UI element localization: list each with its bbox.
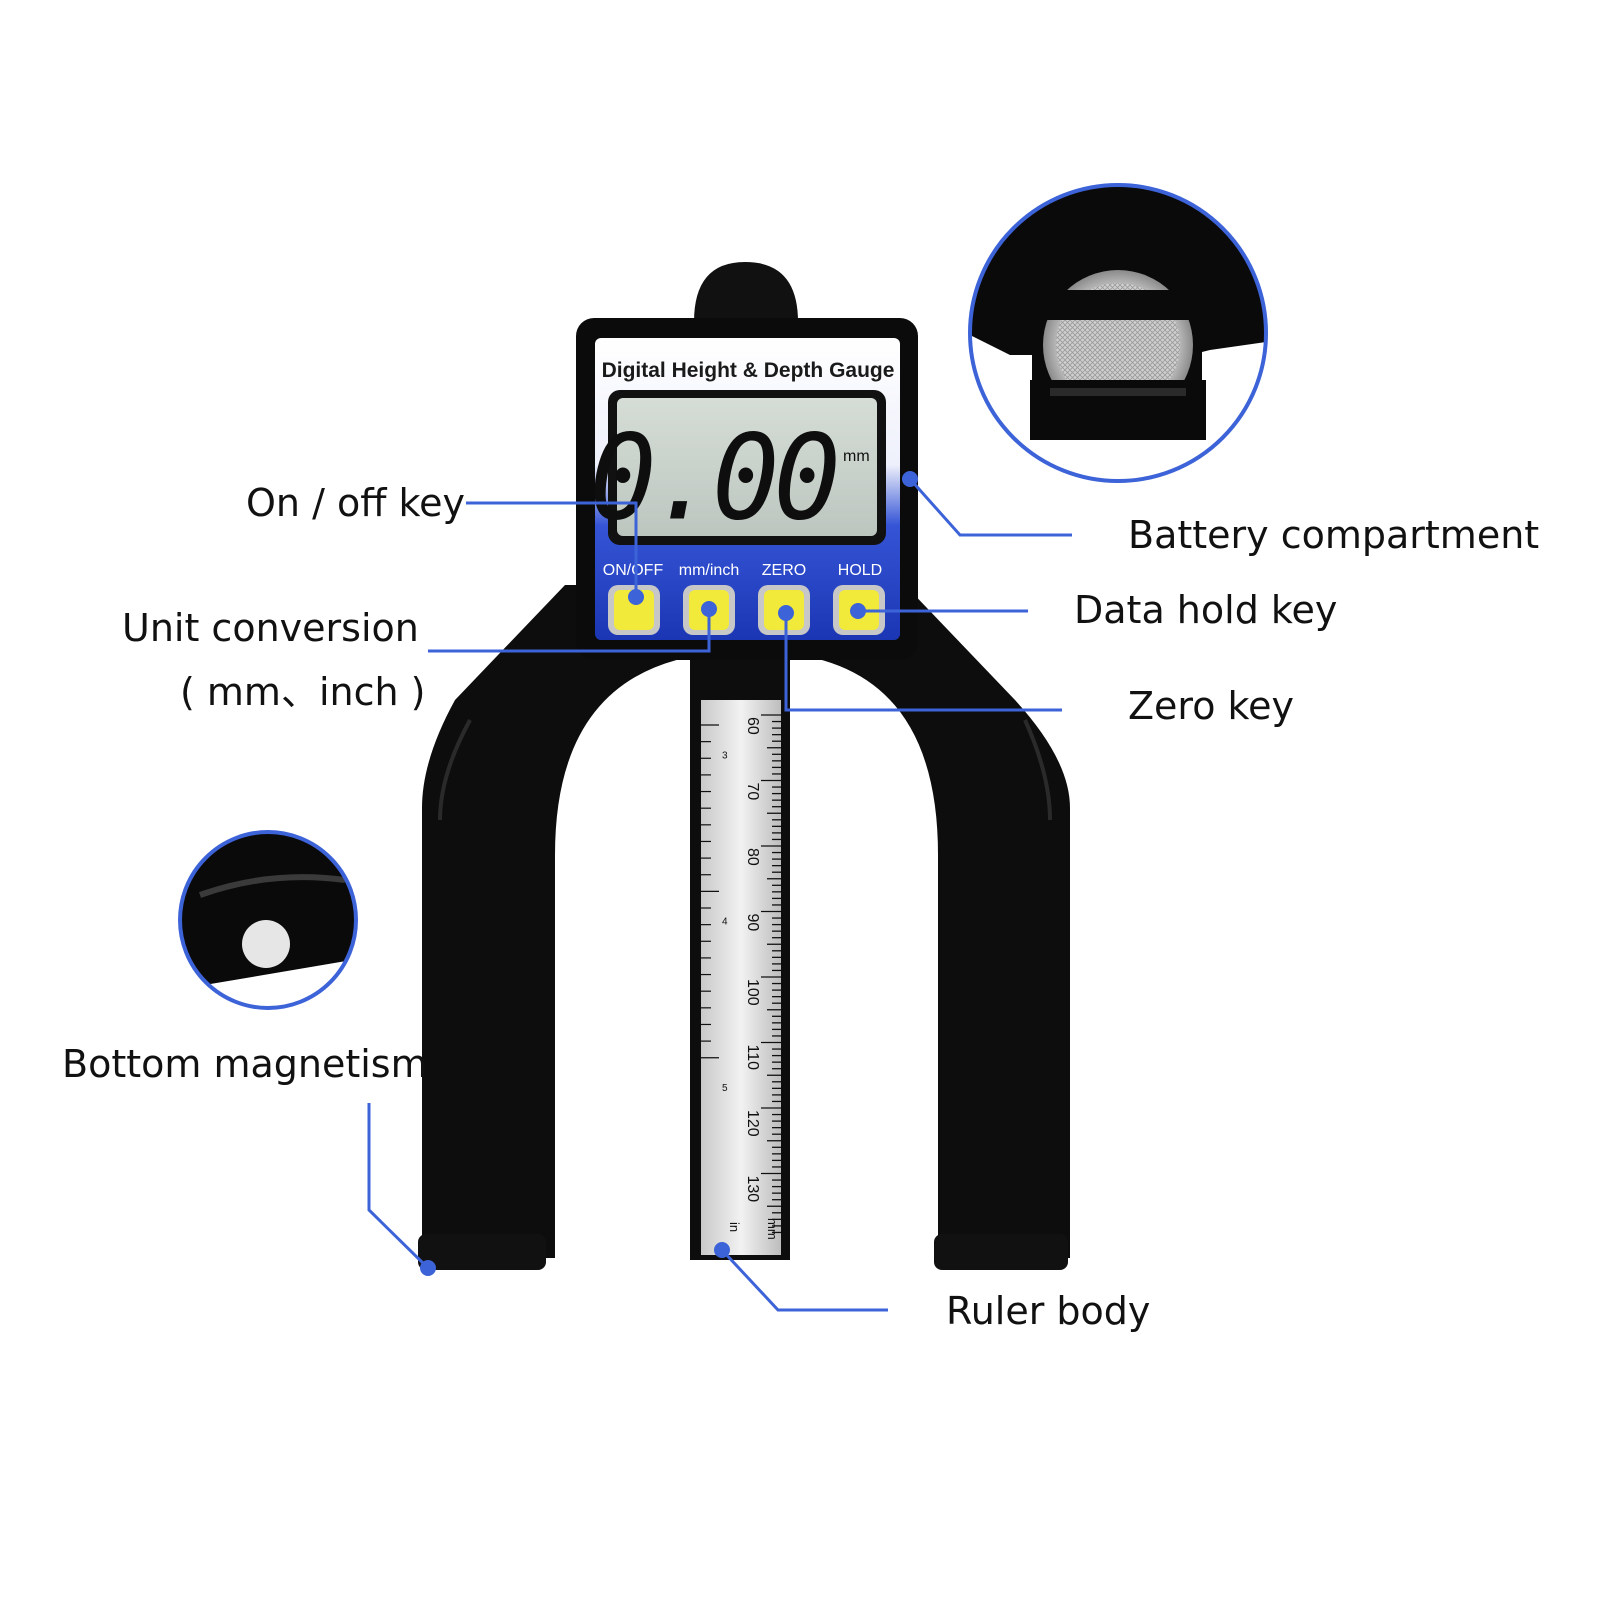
onoff-key[interactable]	[608, 585, 660, 635]
callout-bottom-magnetism: Bottom magnetism	[62, 1042, 428, 1086]
gauge-title: Digital Height & Depth Gauge	[602, 359, 895, 382]
callout-on-off: On / off key	[246, 481, 465, 525]
battery-inset	[968, 183, 1268, 483]
callout-ruler-body: Ruler body	[946, 1289, 1151, 1333]
leader-battery	[908, 478, 1072, 537]
ruler-mm-label: 70	[744, 783, 761, 801]
key-label-hold: HOLD	[838, 562, 882, 579]
key-label-zero: ZERO	[762, 562, 806, 579]
key-label-unit: mm/inch	[679, 562, 739, 579]
ruler-inch-label: 3	[722, 750, 728, 761]
right-foot	[934, 1234, 1068, 1270]
callout-unit-conversion-sub: ( mm、inch )	[180, 670, 426, 714]
lcd-unit: mm	[843, 448, 870, 465]
ruler-mm-label: 100	[744, 979, 761, 1006]
leader-zero	[784, 613, 1062, 712]
leader-lines	[367, 478, 1072, 1312]
ruler-inch-label: 4	[722, 917, 728, 928]
leader-ruler	[720, 1248, 888, 1312]
ruler-mm-label: 90	[744, 914, 761, 932]
gauge-body	[418, 585, 1070, 1270]
leader-unit	[428, 609, 711, 653]
ruler-mm-label: 80	[744, 848, 761, 866]
callout-data-hold: Data hold key	[1074, 588, 1338, 632]
magnet-inset	[178, 830, 358, 1010]
display-head: Digital Height & Depth Gauge 0.00 mm ON/…	[576, 262, 918, 660]
ruler-inch-label: 5	[722, 1083, 728, 1094]
lcd-screen	[617, 398, 877, 536]
callout-battery: Battery compartment	[1128, 513, 1540, 557]
leader-onoff	[466, 501, 638, 597]
ruler-mm-label: 60	[744, 717, 761, 735]
ruler-mm-unit: mm	[765, 1218, 780, 1240]
leader-magnet	[367, 1103, 430, 1270]
leader-dots	[420, 471, 918, 1276]
ruler: 60 70 80 90 100 110 120 130 3 4 5 mm in	[690, 660, 790, 1260]
ruler-mm-label: 120	[744, 1110, 761, 1137]
ruler-mm-label: 130	[744, 1176, 761, 1203]
ruler-inch-unit: in	[727, 1222, 742, 1232]
u-frame	[422, 585, 1070, 1258]
top-knob	[694, 262, 798, 322]
callout-unit-conversion: Unit conversion	[122, 606, 419, 650]
left-foot	[418, 1234, 546, 1270]
callout-zero: Zero key	[1128, 684, 1295, 728]
key-label-onoff: ON/OFF	[603, 562, 664, 579]
magnet-disc	[242, 920, 290, 968]
ruler-mm-label: 110	[744, 1045, 761, 1071]
lcd-reading: 0.00	[589, 410, 836, 547]
